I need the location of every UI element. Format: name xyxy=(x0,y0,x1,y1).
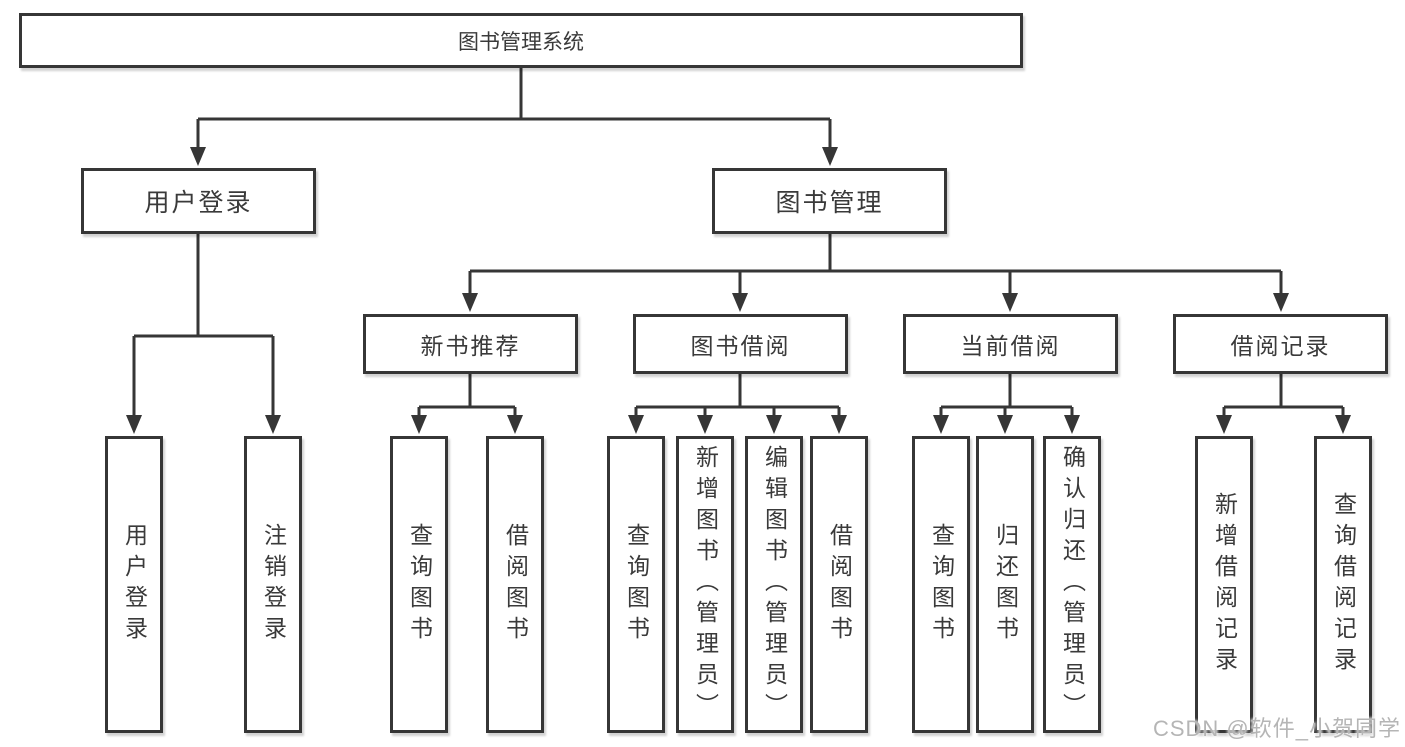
node-book-management-branch: 图书管理 xyxy=(712,168,947,234)
leaf-edit-books-admin: 编辑图书（管理员） xyxy=(745,436,803,733)
leaf-label: 确认归还（管理员） xyxy=(1059,445,1086,724)
node-root-label: 图书管理系统 xyxy=(458,30,584,54)
leaf-borrow-books-recommend: 借阅图书 xyxy=(486,436,544,733)
leaf-query-books-current: 查询图书 xyxy=(912,436,970,733)
leaf-query-borrow-record: 查询借阅记录 xyxy=(1314,436,1372,733)
leaf-logout: 注销登录 xyxy=(244,436,302,733)
leaf-label: 借阅图书 xyxy=(826,522,853,647)
connector-borrow-to-leaves xyxy=(628,374,847,434)
leaf-label: 新增图书（管理员） xyxy=(692,445,719,724)
leaf-label: 查询图书 xyxy=(406,522,433,647)
node-section-borrow-records: 借阅记录 xyxy=(1173,314,1388,374)
watermark: CSDN @软件_小贺同学 xyxy=(1152,716,1401,741)
leaf-label: 借阅图书 xyxy=(502,522,529,647)
node-user-login-branch: 用户登录 xyxy=(81,168,316,234)
section-label: 当前借阅 xyxy=(960,333,1061,359)
section-label: 借阅记录 xyxy=(1230,333,1331,359)
node-section-new-book-recommend: 新书推荐 xyxy=(363,314,578,374)
leaf-user-login: 用户登录 xyxy=(105,436,163,733)
section-label: 图书借阅 xyxy=(690,333,791,359)
connector-recommend-to-leaves xyxy=(411,374,523,434)
leaf-label: 新增借阅记录 xyxy=(1211,491,1238,678)
leaf-label: 编辑图书（管理员） xyxy=(761,445,788,724)
leaf-label: 查询图书 xyxy=(623,522,650,647)
connector-current-to-leaves xyxy=(933,374,1080,434)
node-section-book-borrow: 图书借阅 xyxy=(633,314,848,374)
node-book-management-label: 图书管理 xyxy=(775,189,884,217)
leaf-borrow-books: 借阅图书 xyxy=(810,436,868,733)
leaf-label: 查询借阅记录 xyxy=(1330,491,1357,678)
section-label: 新书推荐 xyxy=(420,333,521,359)
node-root-system: 图书管理系统 xyxy=(19,13,1023,68)
leaf-return-books: 归还图书 xyxy=(976,436,1034,733)
node-section-current-borrow: 当前借阅 xyxy=(903,314,1118,374)
leaf-label: 归还图书 xyxy=(992,522,1019,647)
leaf-add-books-admin: 新增图书（管理员） xyxy=(676,436,734,733)
connector-login-to-leaves xyxy=(126,234,281,434)
leaf-label: 查询图书 xyxy=(928,522,955,647)
leaf-label: 注销登录 xyxy=(260,522,287,647)
connector-records-to-leaves xyxy=(1216,374,1351,434)
leaf-query-books-recommend: 查询图书 xyxy=(390,436,448,733)
node-user-login-label: 用户登录 xyxy=(144,189,253,217)
leaf-confirm-return-admin: 确认归还（管理员） xyxy=(1043,436,1101,733)
leaf-query-books-borrow: 查询图书 xyxy=(607,436,665,733)
leaf-add-borrow-record: 新增借阅记录 xyxy=(1195,436,1253,733)
connector-management-to-sections xyxy=(462,234,1289,312)
leaf-label: 用户登录 xyxy=(121,522,148,647)
connector-root-to-level2 xyxy=(190,66,838,166)
